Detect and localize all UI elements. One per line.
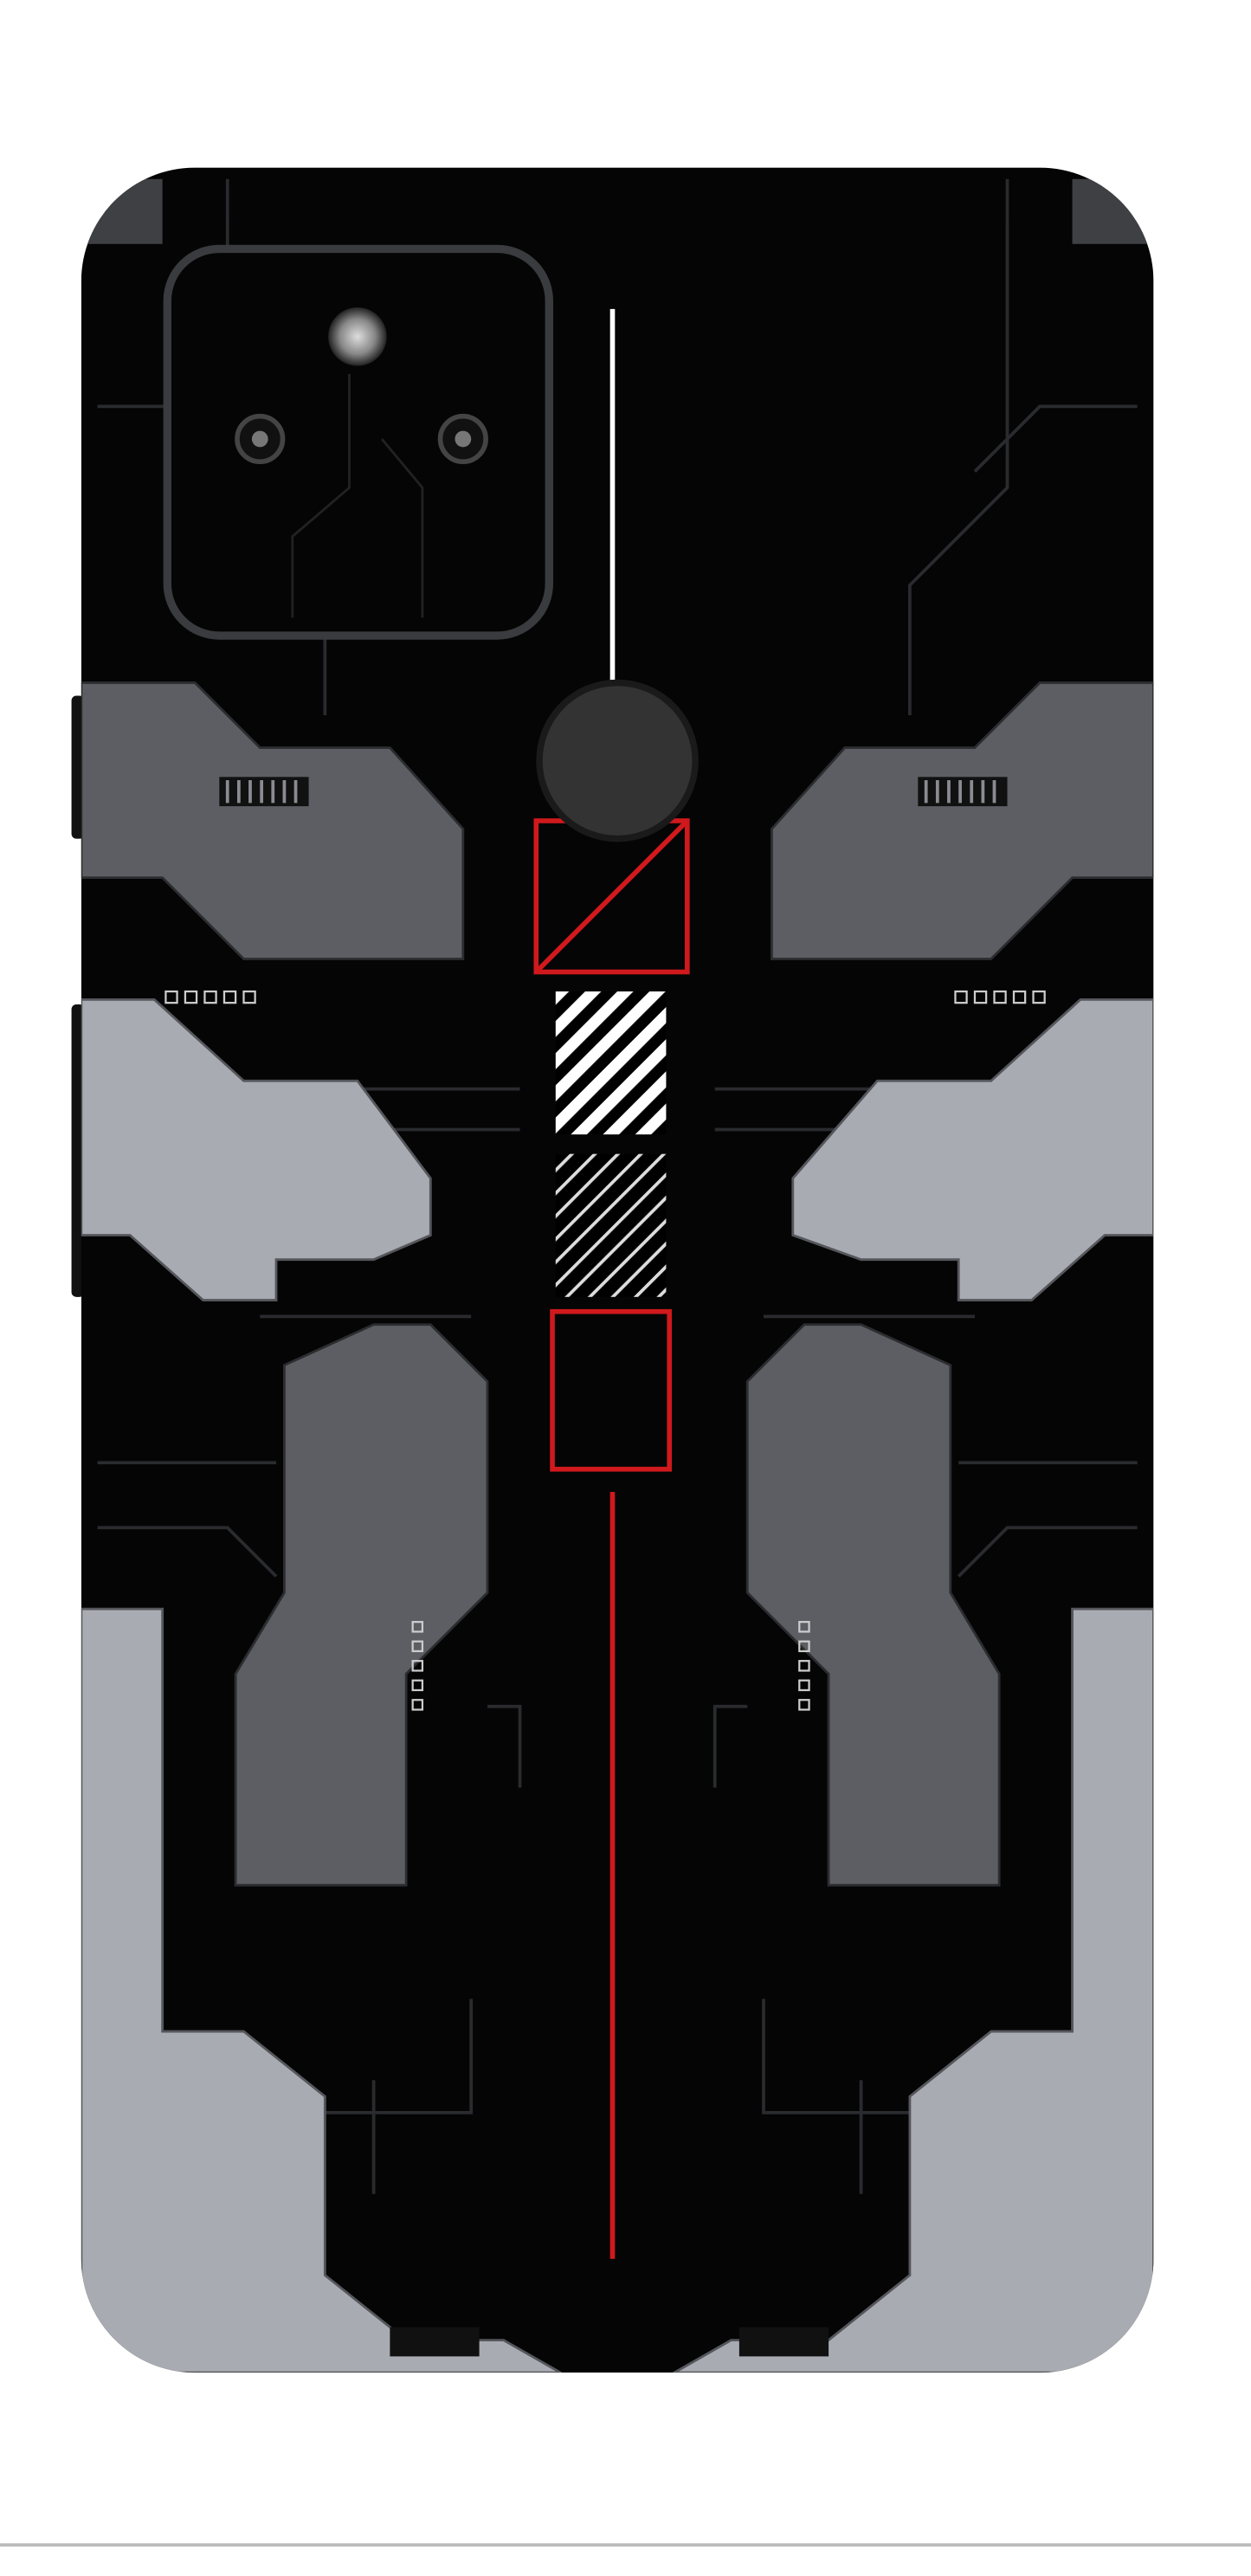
camera-module-icon xyxy=(163,244,553,640)
white-stripe-block xyxy=(555,991,667,1135)
thin-stripe-block xyxy=(555,1153,667,1297)
phone-back xyxy=(81,167,1154,2373)
fingerprint-sensor-icon xyxy=(536,679,699,843)
red-square xyxy=(550,1308,672,1472)
flash-icon xyxy=(328,307,387,366)
